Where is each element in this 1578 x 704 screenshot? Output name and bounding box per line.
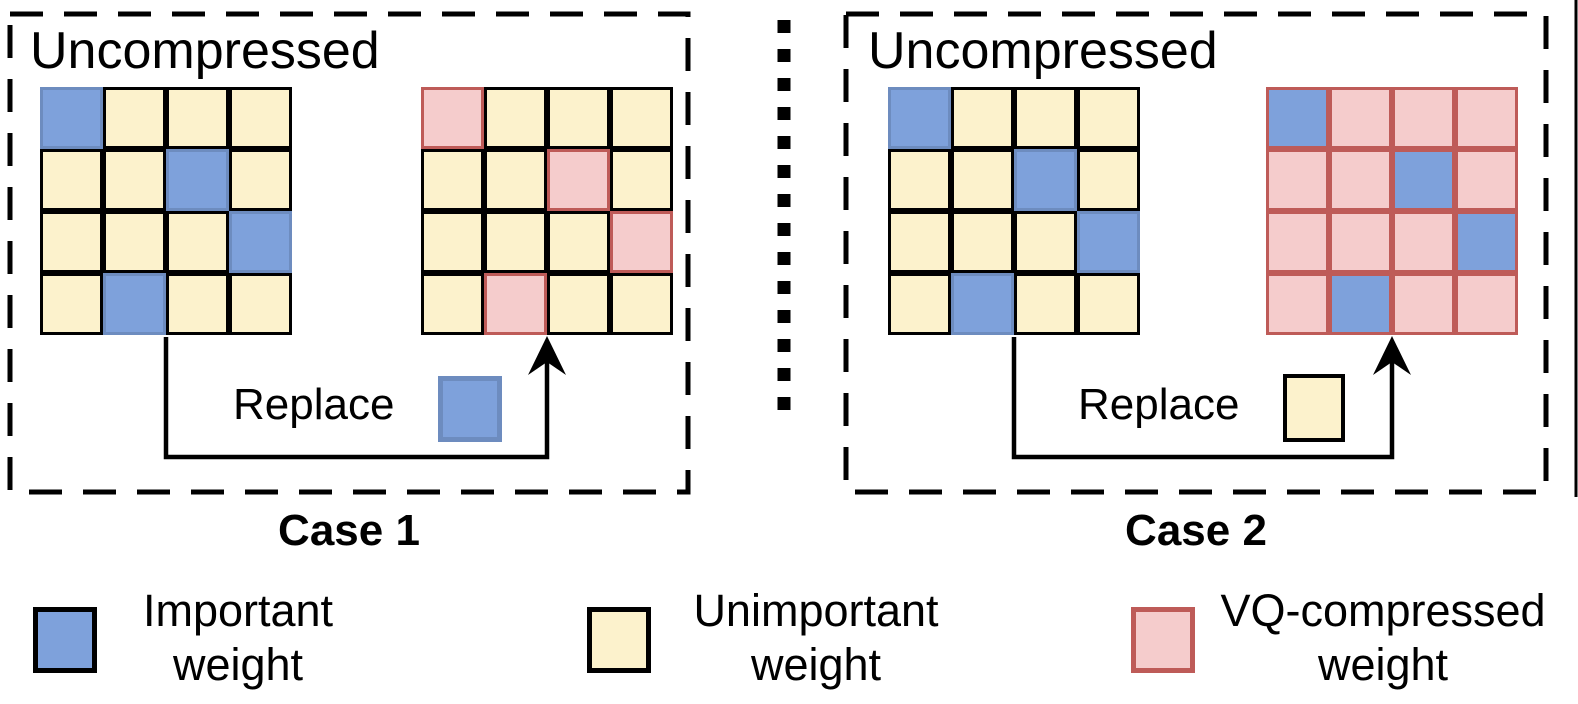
grid-cell-unimportant (547, 87, 610, 149)
grid-cell-unimportant (1014, 273, 1077, 335)
grid-cell-unimportant (40, 211, 103, 273)
grid-cell-unimportant (547, 211, 610, 273)
grid-cell-important (888, 87, 951, 149)
grid-cell-unimportant (166, 211, 229, 273)
grid-cell-vq (1266, 273, 1329, 335)
grid-cell-vq (1329, 87, 1392, 149)
grid-cell-vq (1455, 87, 1518, 149)
grid-cell-unimportant (229, 149, 292, 211)
case1-replace-connector-line (163, 337, 550, 460)
legend-unimportant-label: Unimportant weight (606, 584, 1026, 692)
grid-cell-unimportant (1077, 149, 1140, 211)
grid-cell-vq (421, 87, 484, 149)
legend-important-label-line2: weight (172, 639, 304, 690)
legend-important-swatch (33, 607, 97, 673)
grid-cell-vq (1266, 211, 1329, 273)
grid-cell-unimportant (951, 87, 1014, 149)
case2-replace-unimportant-swatch (1283, 374, 1345, 442)
grid-cell-unimportant (610, 149, 673, 211)
case1-replace-label: Replace (233, 380, 395, 429)
grid-cell-unimportant (484, 149, 547, 211)
case1-replace-important-swatch (438, 376, 502, 442)
grid-cell-important (951, 273, 1014, 335)
legend-vq-swatch (1131, 607, 1195, 673)
grid-cell-unimportant (1077, 87, 1140, 149)
grid-cell-unimportant (103, 87, 166, 149)
case2-compressed-grid (1266, 87, 1518, 335)
grid-cell-unimportant (421, 273, 484, 335)
case1-uncompressed-grid (40, 87, 292, 335)
grid-cell-important (103, 273, 166, 335)
case2-uncompressed-title: Uncompressed (868, 22, 1218, 80)
legend-unimportant-swatch (587, 607, 651, 673)
grid-cell-unimportant (951, 149, 1014, 211)
grid-cell-unimportant (103, 211, 166, 273)
case2-arrow-up-icon (1373, 336, 1411, 375)
grid-cell-important (1077, 211, 1140, 273)
grid-cell-unimportant (547, 273, 610, 335)
case2-dashed-box (843, 11, 1549, 495)
grid-cell-unimportant (888, 273, 951, 335)
legend-vq-label-line1: VQ-compressed (1220, 585, 1546, 636)
grid-cell-important-vq (1392, 149, 1455, 211)
grid-cell-important-vq (1266, 87, 1329, 149)
grid-cell-vq (1266, 149, 1329, 211)
grid-cell-unimportant (40, 149, 103, 211)
grid-cell-unimportant (421, 211, 484, 273)
grid-cell-unimportant (166, 87, 229, 149)
grid-cell-important (166, 149, 229, 211)
case2-replace-label: Replace (1078, 380, 1240, 429)
grid-cell-unimportant (166, 273, 229, 335)
grid-cell-vq (547, 149, 610, 211)
grid-cell-vq (484, 273, 547, 335)
legend-unimportant-label-line1: Unimportant (693, 585, 939, 636)
grid-cell-vq (1455, 149, 1518, 211)
case2-label: Case 2 (1125, 506, 1267, 555)
grid-cell-unimportant (1014, 87, 1077, 149)
grid-cell-unimportant (421, 149, 484, 211)
grid-cell-vq (1329, 211, 1392, 273)
grid-cell-unimportant (610, 87, 673, 149)
grid-cell-unimportant (103, 149, 166, 211)
grid-cell-unimportant (1014, 211, 1077, 273)
case1-label: Case 1 (278, 506, 420, 555)
grid-cell-vq (1329, 149, 1392, 211)
legend-vq-label: VQ-compressed weight (1173, 584, 1578, 692)
grid-cell-unimportant (484, 87, 547, 149)
legend-important-label-line1: Important (142, 585, 334, 636)
case1-uncompressed-title: Uncompressed (30, 22, 380, 80)
case1-dashed-box (7, 11, 691, 495)
grid-cell-important-vq (1329, 273, 1392, 335)
case2-uncompressed-grid (888, 87, 1140, 335)
grid-cell-important-vq (1455, 211, 1518, 273)
grid-cell-unimportant (1077, 273, 1140, 335)
grid-cell-vq (1392, 87, 1455, 149)
grid-cell-unimportant (610, 273, 673, 335)
case1-compressed-grid (421, 87, 673, 335)
grid-cell-important (229, 211, 292, 273)
case1-arrow-up-icon (528, 336, 566, 375)
grid-cell-important (40, 87, 103, 149)
grid-cell-vq (1392, 211, 1455, 273)
grid-cell-vq (610, 211, 673, 273)
case2-replace-connector-line (1011, 337, 1395, 460)
legend-vq-label-line2: weight (1317, 639, 1449, 690)
grid-cell-unimportant (484, 211, 547, 273)
legend-unimportant-label-line2: weight (750, 639, 882, 690)
legend-important-label: Important weight (28, 584, 448, 692)
grid-cell-unimportant (888, 149, 951, 211)
grid-cell-unimportant (229, 273, 292, 335)
grid-cell-unimportant (951, 211, 1014, 273)
grid-cell-vq (1392, 273, 1455, 335)
grid-cell-unimportant (888, 211, 951, 273)
grid-cell-unimportant (229, 87, 292, 149)
grid-cell-vq (1455, 273, 1518, 335)
grid-cell-unimportant (40, 273, 103, 335)
grid-cell-important (1014, 149, 1077, 211)
